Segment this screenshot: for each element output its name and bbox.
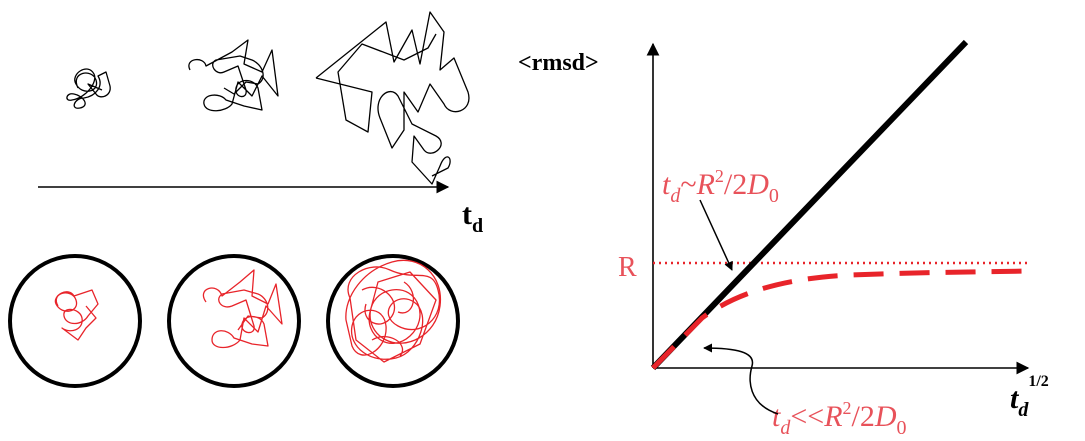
confined-circle-1: [8, 254, 142, 388]
annotation-lower-pointer: [703, 343, 779, 415]
annotation-lower: td<<R2/2D0: [772, 398, 907, 439]
confined-trajectory-large: [345, 259, 442, 363]
confined-circle-2: [167, 254, 301, 388]
free-trajectory-large: [315, 11, 470, 185]
annotation-upper-pointer: [699, 199, 733, 271]
free-trajectory-medium: [188, 39, 279, 112]
y-axis-label: <rmsd>: [518, 50, 599, 76]
r-label: R: [618, 252, 637, 283]
confined-circle-3: [326, 254, 460, 388]
time-axis-label: td: [462, 198, 483, 237]
x-axis-label: td1/2: [1010, 373, 1049, 421]
confined-trajectory-small: [54, 289, 99, 341]
annotation-upper: td~R2/2D0: [662, 166, 779, 207]
confined-trajectory-medium: [203, 269, 283, 349]
confined-diffusion-curve: [651, 268, 1031, 370]
free-trajectory-small: [66, 68, 111, 109]
